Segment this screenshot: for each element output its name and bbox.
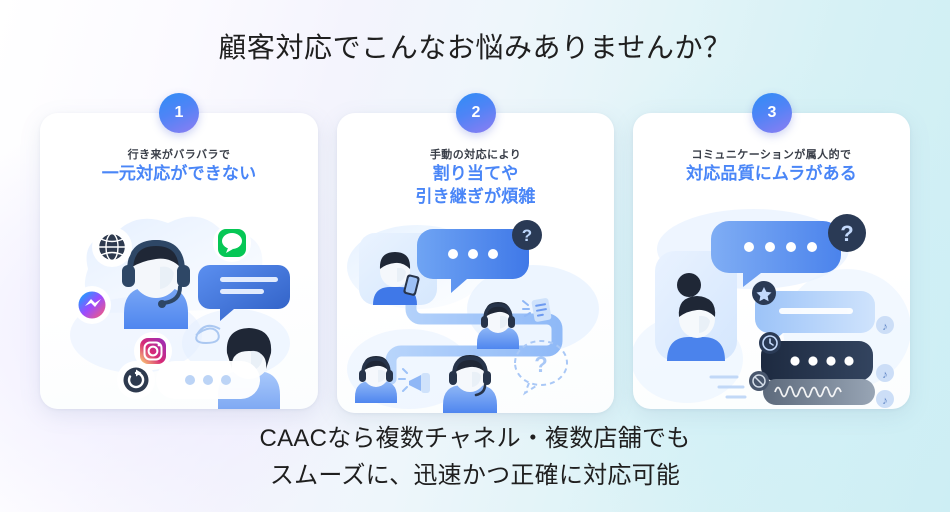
alert-doodle-icon [398, 368, 430, 393]
chat-bubble-dark [198, 265, 290, 321]
footer-tagline: CAACなら複数チャネル・複数店舗でも スムーズに、迅速かつ正確に対応可能 [259, 425, 691, 489]
agent-avatar-bottom-left [355, 356, 397, 403]
card-2-number-badge: 2 [456, 93, 496, 133]
card-1-content: 行き来がバラバラで 一元対応ができない [40, 113, 318, 409]
note-icon [522, 298, 552, 322]
instagram-icon [134, 332, 172, 370]
question-badge: ? [512, 220, 542, 250]
customer-card [655, 251, 737, 361]
agent-avatar-middle [477, 302, 519, 349]
card-2-subtitle: 手動の対応により [429, 149, 522, 161]
chat-bubble-question: ? [417, 220, 542, 293]
card-2-heading: 割り当てや 引き継ぎが煩雑 [415, 164, 536, 206]
problem-card-2[interactable]: 手動の対応により 割り当てや 引き継ぎが煩雑 [337, 113, 614, 413]
card-1-subtitle: 行き来がバラバラで [127, 149, 231, 161]
card-1-heading: 一元対応ができない [101, 164, 257, 183]
question-badge: ? [828, 214, 866, 252]
svg-text:♪: ♪ [882, 369, 888, 381]
handoff-path [385, 283, 563, 385]
reply-bubble-waveform: ♪ [749, 371, 894, 408]
card-3-content: コミュニケーションが属人的で 対応品質にムラがある [633, 113, 910, 409]
inconsistent-reply-quality-illustration: ? ♪ [633, 209, 910, 409]
reaction-icon-2: ♪ [876, 364, 894, 382]
line-icon [213, 224, 251, 262]
problem-card-1[interactable]: 行き来がバラバラで 一元対応ができない [40, 113, 318, 409]
mute-badge [749, 371, 769, 391]
card-3-heading: 対応品質にムラがある [686, 164, 857, 183]
messenger-icon [73, 286, 111, 324]
problem-card-group: 行き来がバラバラで 一元対応ができない [40, 93, 910, 413]
dashed-question-bubble: ? [513, 340, 569, 396]
page-title: 顧客対応でこんなお悩みありませんか？ [218, 32, 732, 63]
agent-avatar-bottom-center [443, 355, 497, 413]
omnichannel-agent-illustration [40, 209, 318, 409]
manual-handoff-flow-illustration: ? [337, 213, 614, 413]
problem-card-3[interactable]: コミュニケーションが属人的で 対応品質にムラがある [633, 113, 910, 409]
motion-lines [709, 375, 747, 399]
card-2-content: 手動の対応により 割り当てや 引き継ぎが煩雑 [337, 113, 614, 413]
star-badge [752, 281, 776, 305]
sync-icon [117, 361, 155, 399]
globe-icon [92, 227, 132, 267]
chat-bubble-light [156, 361, 260, 399]
svg-text:?: ? [522, 226, 532, 245]
agent-avatar [122, 239, 190, 329]
svg-text:♪: ♪ [882, 321, 888, 333]
svg-text:?: ? [840, 221, 853, 246]
reaction-icon-3: ♪ [876, 390, 894, 408]
reply-bubble-light: ♪ [752, 281, 894, 345]
reaction-icon-1: ♪ [876, 316, 894, 334]
chat-bubble-dots-top [711, 221, 841, 287]
card-3-number-badge: 3 [752, 93, 792, 133]
card-1-number-badge: 1 [159, 93, 199, 133]
svg-text:?: ? [534, 352, 547, 377]
svg-text:♪: ♪ [882, 395, 888, 407]
clock-badge [759, 332, 781, 354]
card-3-subtitle: コミュニケーションが属人的で [691, 149, 852, 161]
